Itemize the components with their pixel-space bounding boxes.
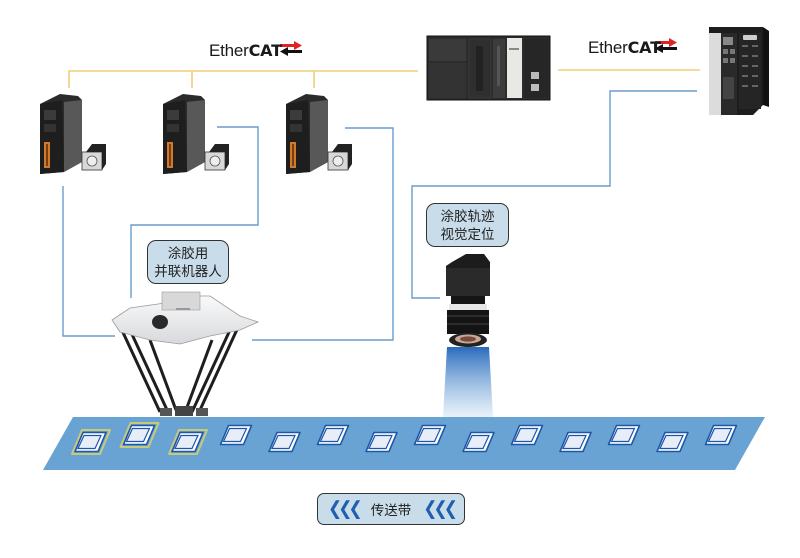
workpiece [704,424,738,446]
machine-automation-controller [426,35,551,101]
workpieces [71,422,738,455]
ethercat-text-normal: Ether [209,41,249,60]
signal-line-drive2-robot [130,126,259,298]
camera-light-beam [443,347,493,417]
workpiece [656,431,689,453]
workpiece [71,429,111,455]
vision-sensor-controller [709,27,769,115]
vision-label-line1: 涂胶轨迹 [440,209,495,225]
vision-label-line2: 视觉定位 [440,227,495,243]
vision-label: 涂胶轨迹 视觉定位 [426,203,509,247]
ethercat-line-left [68,70,418,88]
workpiece [119,422,160,448]
workpiece [413,424,447,446]
workpiece [268,431,301,453]
signal-line-drive3-robot [252,127,394,341]
servo-drive-2 [163,94,229,174]
chevron-left-icon: ❮❮❮ [328,498,363,520]
ethercat-text-bold: CAT [248,41,282,60]
ethercat-logo-right: EtherCAT [588,38,661,58]
ethercat-text-normal: Ether [588,38,628,57]
workpiece [365,431,398,453]
robot-label-line2: 并联机器人 [154,264,222,280]
ethercat-logo-arrow-left [280,41,302,56]
signal-line-drive1-robot [62,186,115,337]
robot-label-line1: 涂胶用 [167,246,209,262]
servo-motor [81,144,106,171]
workpiece [168,429,208,455]
conveyor-belt [43,417,765,470]
robot-label: 涂胶用 并联机器人 [147,240,229,284]
signal-lines [62,90,697,341]
conveyor-label-text: 传送带 [370,503,412,519]
servo-drive-3 [286,94,352,174]
conveyor-label: ❮❮❮ 传送带 ❮❮❮ [317,493,465,525]
workpiece [219,424,253,446]
industrial-camera [446,254,490,347]
workpiece [510,424,544,446]
workpiece [462,431,495,453]
workpiece [316,424,350,446]
ethercat-text-bold: CAT [627,38,661,57]
ethercat-logo-left: EtherCAT [209,41,282,61]
servo-motor [327,144,352,171]
chevron-left-icon: ❮❮❮ [423,498,458,520]
ethercat-logo-arrow-right [655,38,677,53]
signal-line-vision-camera [411,90,697,299]
workpiece [607,424,641,446]
ethercat-bus [68,69,700,88]
servo-drive-1 [40,94,106,174]
servo-motor [204,144,229,171]
parallel-delta-robot [111,291,260,416]
workpiece [559,431,592,453]
